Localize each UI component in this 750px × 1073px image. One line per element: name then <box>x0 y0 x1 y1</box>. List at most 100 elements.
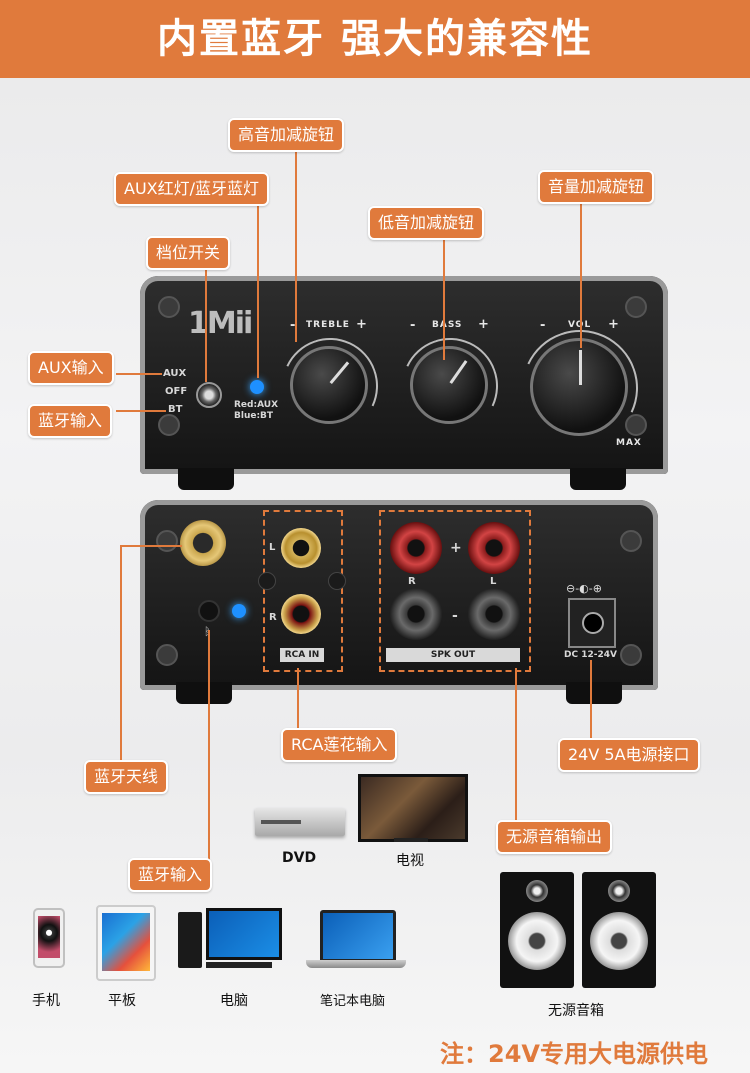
phone-caption: 手机 <box>32 993 60 1009</box>
tv-caption: 电视 <box>396 853 424 869</box>
callout-line <box>120 545 182 547</box>
screw-icon <box>625 296 647 318</box>
screw-icon <box>156 530 178 552</box>
knob-pointer <box>329 361 350 385</box>
spk-plus-label: + <box>450 540 462 556</box>
power-tag: 24V 5A电源接口 <box>558 738 700 772</box>
dvd-player-image <box>255 808 345 836</box>
switch-aux-label: AUX <box>163 368 187 379</box>
tv-image <box>358 774 468 842</box>
callout-line <box>257 202 259 378</box>
callout-line <box>295 148 297 342</box>
screw-icon <box>620 530 642 552</box>
spk-r-label: R <box>408 576 416 587</box>
treble-plus: + <box>356 317 368 332</box>
screw-icon <box>156 644 178 666</box>
laptop-screen-image <box>320 910 396 962</box>
dc-polarity-icon: ⊖-◐-⊕ <box>566 582 602 595</box>
bt-led <box>232 604 246 618</box>
callout-line <box>515 668 517 822</box>
switch-bt-label: BT <box>168 404 183 415</box>
volume-knob-tag: 音量加减旋钮 <box>538 170 655 204</box>
spk-l-label: L <box>490 576 497 587</box>
bt-input-tag: 蓝牙输入 <box>28 404 113 438</box>
vol-label: VOL <box>568 320 591 330</box>
bluetooth-icon: ᛒ <box>204 625 211 638</box>
toggle-switch[interactable] <box>196 382 222 408</box>
bass-label: BASS <box>432 320 463 330</box>
bass-minus: - <box>410 318 417 333</box>
grommet <box>328 572 346 590</box>
back-foot-left <box>176 682 232 704</box>
treble-label: TREBLE <box>306 320 350 330</box>
speaker-out-tag: 无源音箱输出 <box>496 820 613 854</box>
screw-icon <box>625 414 647 436</box>
switch-tag: 档位开关 <box>146 236 231 270</box>
spk-l-minus[interactable] <box>468 588 520 640</box>
pc-keyboard-image <box>206 962 272 968</box>
rca-right-jack[interactable] <box>281 594 321 634</box>
dvd-caption: DVD <box>282 850 317 866</box>
spk-l-plus[interactable] <box>468 522 520 574</box>
dc-power-jack[interactable] <box>568 598 616 648</box>
laptop-base-image <box>306 960 406 968</box>
speakers-caption: 无源音箱 <box>548 1003 604 1019</box>
back-foot-right <box>566 682 622 704</box>
spk-r-plus[interactable] <box>390 522 442 574</box>
status-led <box>250 380 264 394</box>
grommet <box>258 572 276 590</box>
tv-stand <box>394 838 428 842</box>
callout-line <box>208 630 210 860</box>
callout-line <box>590 660 592 740</box>
dc-label: DC 12-24V <box>564 650 617 660</box>
knob-pointer <box>449 360 468 385</box>
rca-l-label: L <box>269 542 276 553</box>
spk-highlight <box>379 510 531 672</box>
screw-icon <box>158 414 180 436</box>
max-label: MAX <box>616 438 642 448</box>
rca-r-label: R <box>269 612 277 623</box>
rca-highlight <box>263 510 343 672</box>
led-blue-label: Blue:BT <box>234 411 274 421</box>
bt-pair-button[interactable] <box>198 600 220 622</box>
tablet-image <box>96 905 156 981</box>
rca-tag: RCA莲花输入 <box>281 728 398 762</box>
bt-antenna-tag: 蓝牙天线 <box>84 760 169 794</box>
callout-line <box>120 545 122 761</box>
callout-line <box>116 373 162 375</box>
vol-plus: + <box>608 317 620 332</box>
rca-left-jack[interactable] <box>281 528 321 568</box>
vol-minus: - <box>540 318 547 333</box>
bt-input-back-tag: 蓝牙输入 <box>128 858 213 892</box>
pc-tower-image <box>178 912 202 968</box>
spk-r-minus[interactable] <box>390 588 442 640</box>
phone-image <box>33 908 65 968</box>
screw-icon <box>620 644 642 666</box>
rca-in-label: RCA IN <box>280 648 324 662</box>
switch-off-label: OFF <box>165 386 188 397</box>
bass-knob-tag: 低音加减旋钮 <box>368 206 485 240</box>
pc-monitor-image <box>206 908 282 960</box>
led-red-label: Red:AUX <box>234 400 279 410</box>
knob-pointer <box>579 350 582 386</box>
spk-minus-label: - <box>452 608 458 624</box>
laptop-caption: 笔记本电脑 <box>320 994 386 1009</box>
screw-icon <box>158 296 180 318</box>
callout-line <box>116 410 166 412</box>
bass-knob[interactable] <box>410 346 488 424</box>
treble-knob[interactable] <box>290 346 368 424</box>
treble-knob-tag: 高音加减旋钮 <box>228 118 345 152</box>
antenna-connector[interactable] <box>180 520 226 566</box>
page-title: 内置蓝牙 强大的兼容性 <box>0 0 750 78</box>
tablet-caption: 平板 <box>108 993 136 1009</box>
pc-caption: 电脑 <box>220 993 248 1009</box>
callout-line <box>205 266 207 382</box>
volume-knob[interactable] <box>530 338 628 436</box>
aux-input-tag: AUX输入 <box>28 351 114 385</box>
bass-plus: + <box>478 317 490 332</box>
spk-out-label: SPK OUT <box>386 648 520 662</box>
brand-logo: 1Mii <box>188 306 253 341</box>
power-note: 注：24V专用大电源供电 <box>440 1040 708 1068</box>
led-tag: AUX红灯/蓝牙蓝灯 <box>114 172 270 206</box>
callout-line <box>297 668 299 730</box>
